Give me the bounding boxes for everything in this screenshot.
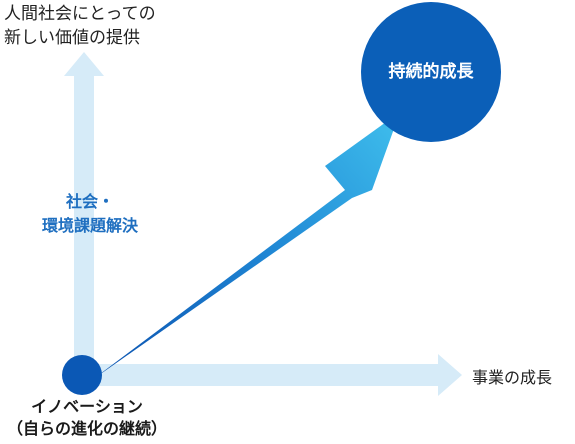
goal-circle [361, 2, 501, 142]
main-value-arrow [92, 112, 400, 380]
vertical-axis-label: 人間社会にとっての 新しい価値の提供 [4, 2, 156, 50]
vertical-arrow-label-line-2: 環境課題解決 [41, 216, 138, 235]
horizontal-axis-arrow [82, 354, 462, 396]
vertical-arrow-label-line-1: 社会・ [65, 192, 114, 211]
origin-label: イノベーション （自らの進化の継続） [2, 396, 172, 440]
vertical-arrow-label: 社会・ 環境課題解決 [30, 190, 150, 238]
vertical-axis-arrow [64, 52, 104, 368]
horizontal-axis-label: 事業の成長 [472, 368, 553, 387]
origin-dot [62, 355, 102, 395]
origin-label-line-1: イノベーション [31, 397, 143, 416]
goal-label: 持続的成長 [388, 62, 474, 82]
vertical-axis-label-line-2: 新しい価値の提供 [4, 28, 140, 48]
vertical-axis-label-line-1: 人間社会にとっての [4, 4, 156, 24]
origin-label-line-2: （自らの進化の継続） [6, 419, 167, 438]
